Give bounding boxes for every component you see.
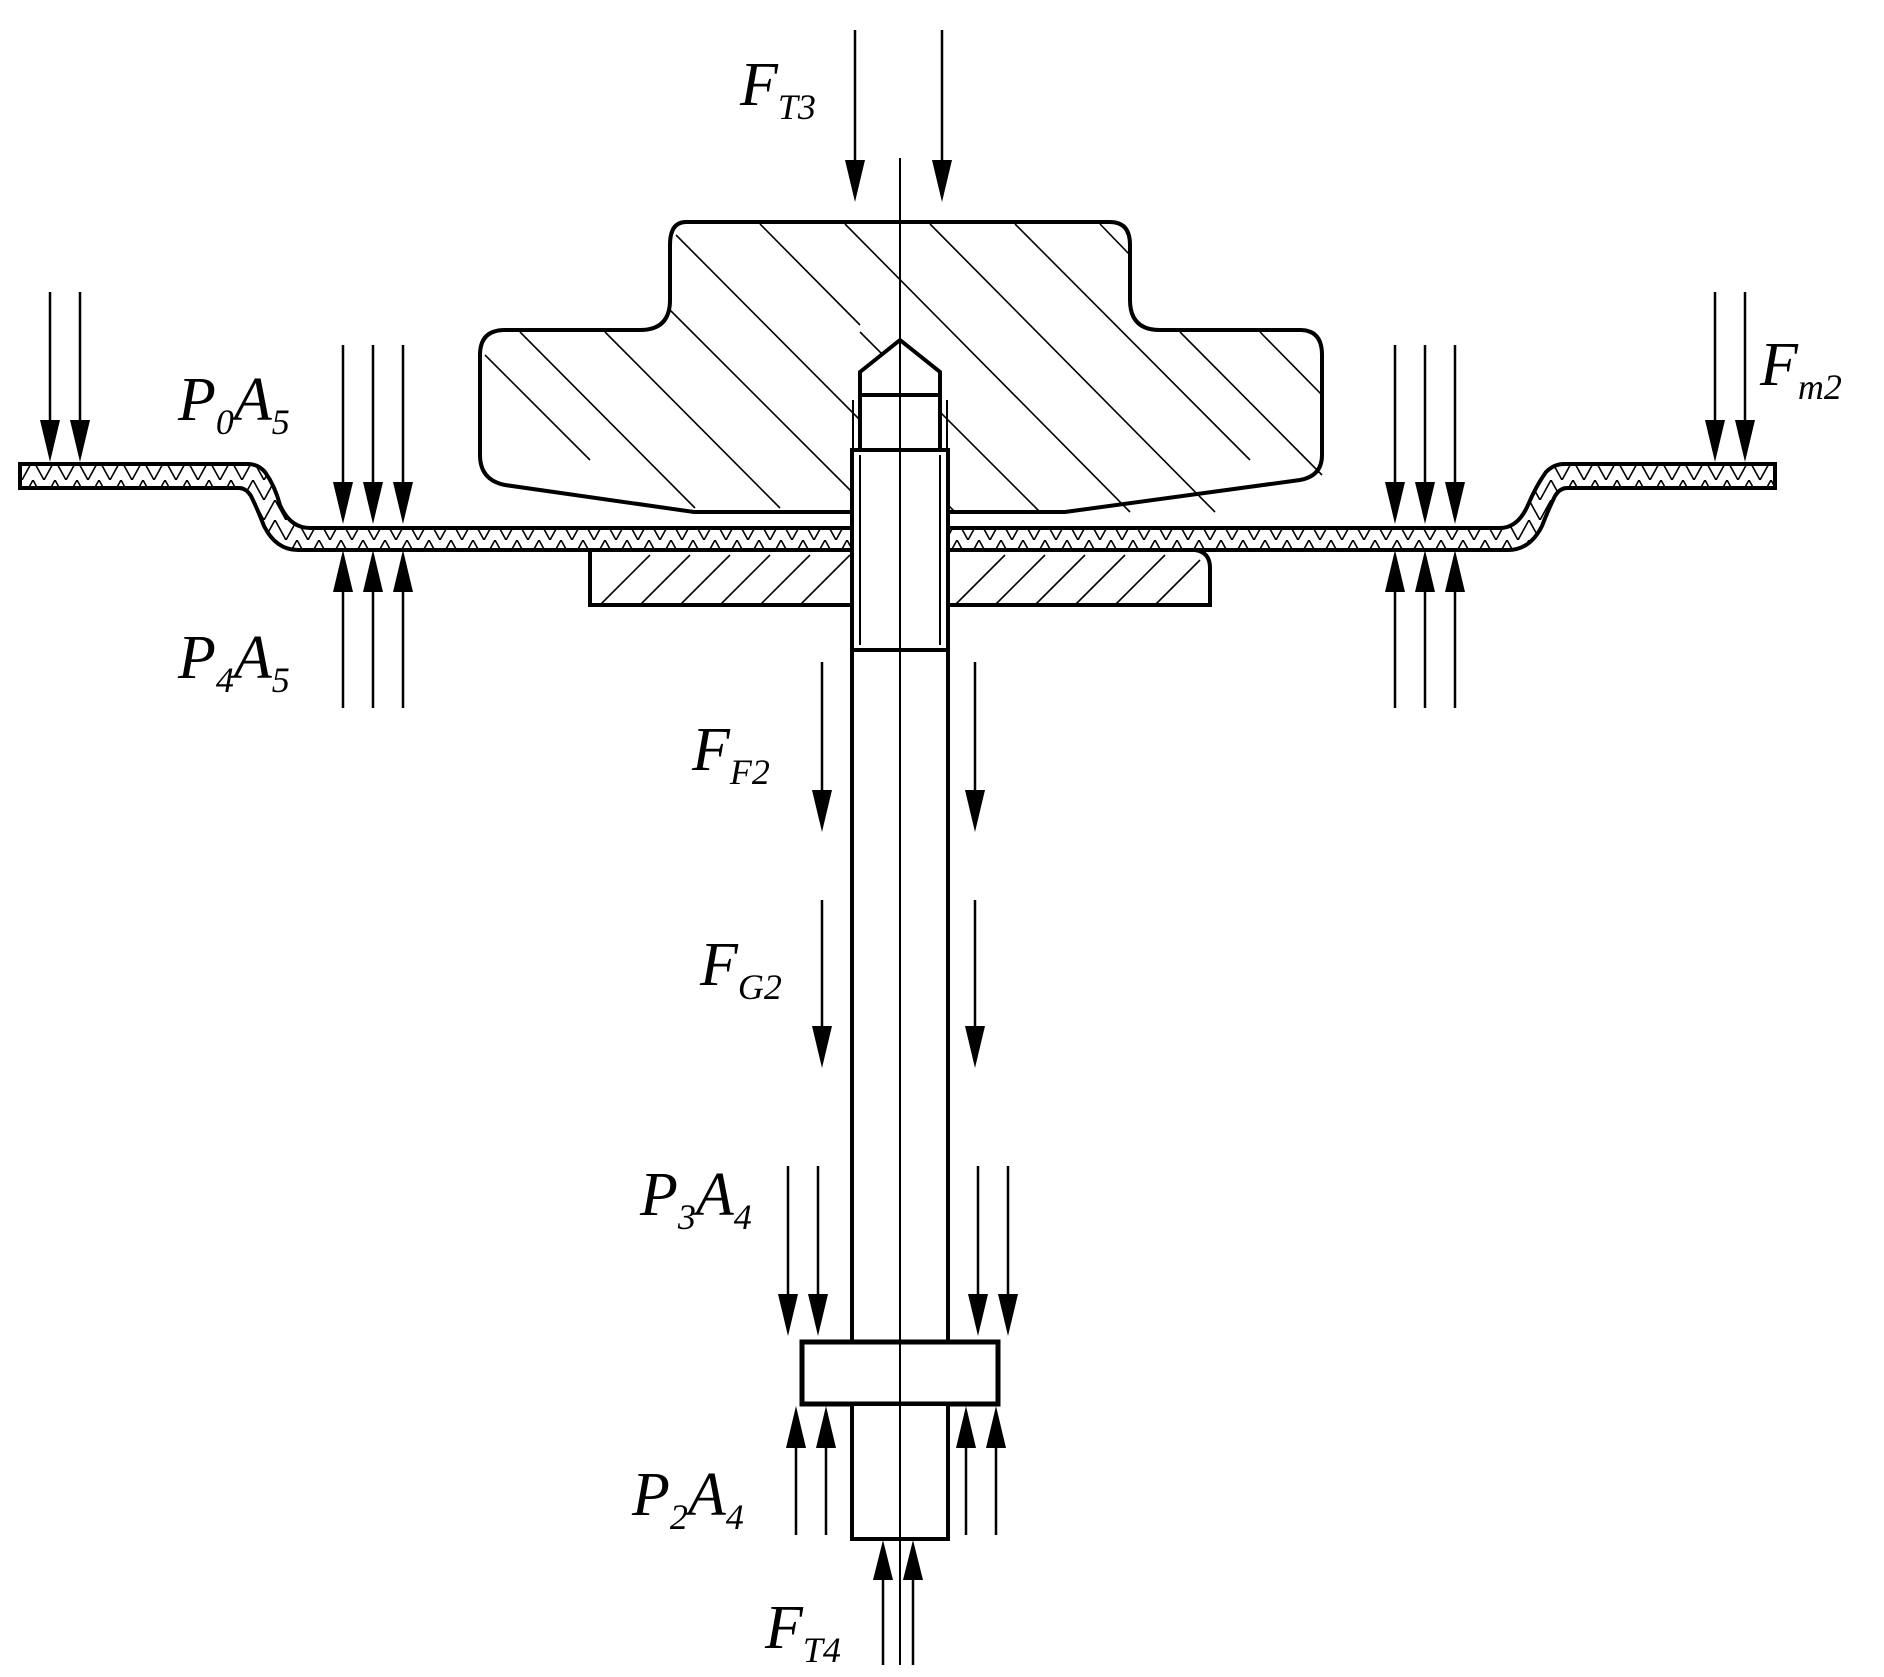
label-p4a5: P4A5 bbox=[177, 624, 290, 700]
arrows-p3a4 bbox=[778, 1166, 1018, 1336]
arrows-p0a5-right bbox=[1385, 345, 1465, 524]
arrows-p0a5-left bbox=[333, 345, 413, 524]
arrows-ft3 bbox=[845, 30, 952, 202]
label-fg2: FG2 bbox=[699, 931, 782, 1007]
label-p3a4: P3A4 bbox=[639, 1161, 752, 1237]
label-ft4: FT4 bbox=[764, 1594, 841, 1670]
arrows-fm2 bbox=[1705, 292, 1755, 462]
force-arrows bbox=[40, 30, 1755, 1665]
label-p0a5: P0A5 bbox=[177, 366, 290, 442]
valve-stem bbox=[799, 158, 1001, 1665]
label-p2a4: P2A4 bbox=[631, 1461, 744, 1537]
arrows-p2a4 bbox=[786, 1406, 1006, 1535]
arrows-fg2 bbox=[812, 900, 985, 1068]
label-ft3: FT3 bbox=[739, 51, 816, 127]
arrows-left-edge bbox=[40, 292, 90, 462]
arrows-ft4 bbox=[873, 1540, 923, 1665]
diaphragm bbox=[18, 462, 1777, 552]
label-ff2: FF2 bbox=[691, 716, 770, 792]
label-fm2: Fm2 bbox=[1759, 331, 1842, 407]
arrows-p4a5-left bbox=[333, 550, 413, 708]
arrows-p4a5-right bbox=[1385, 550, 1465, 708]
labels: FT3 P0A5 Fm2 P4A5 FF2 FG2 P3A4 P2A4 FT4 bbox=[177, 51, 1842, 1670]
arrows-ff2 bbox=[812, 662, 985, 832]
